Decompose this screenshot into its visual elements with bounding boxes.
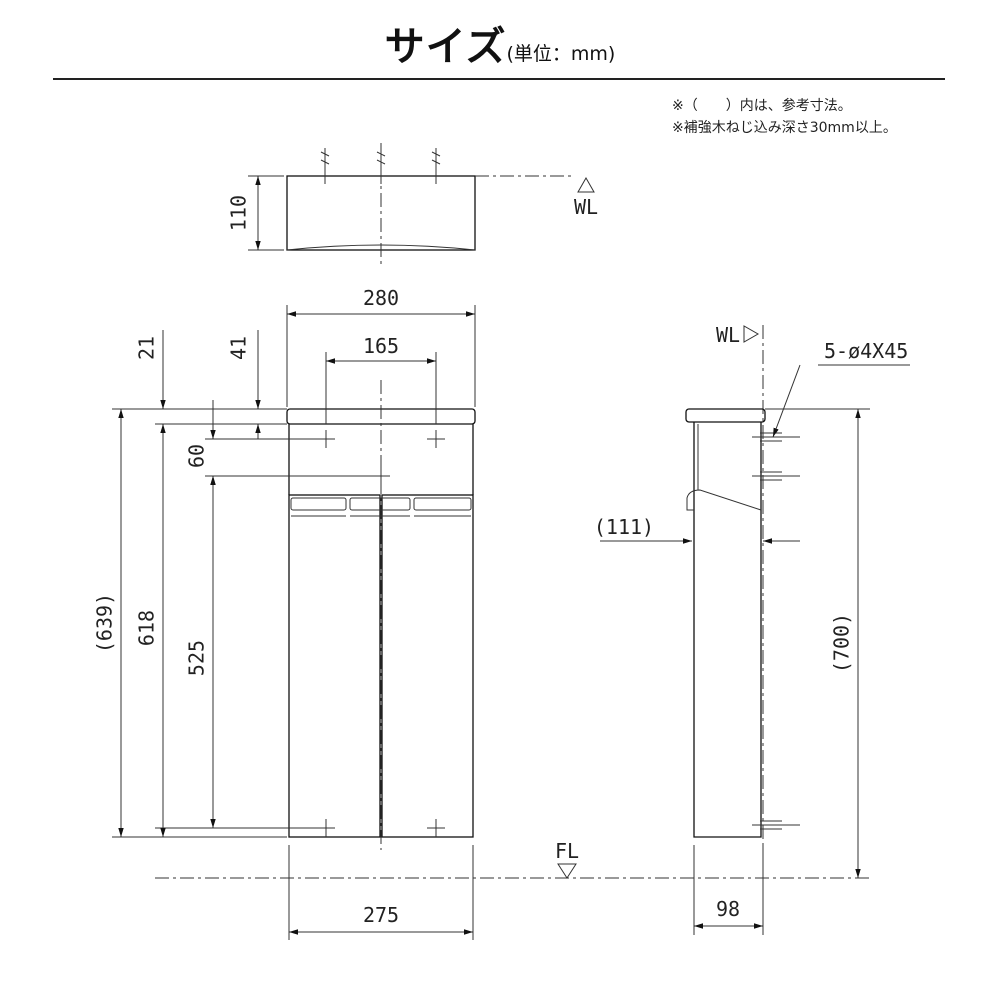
- dim-41: 41: [227, 336, 251, 360]
- dim-525: 525: [185, 640, 209, 676]
- top-view: 110 WL: [227, 143, 598, 265]
- fl-symbol: [557, 863, 577, 879]
- wl-top-label: WL: [574, 195, 598, 219]
- front-door-left: [288, 494, 381, 838]
- wl-side-symbol: [743, 325, 760, 343]
- note-screw-depth: ※補強木ねじ込み深さ30mm以上。: [672, 120, 897, 136]
- front-door-right: [381, 494, 474, 838]
- fl-label: FL: [555, 839, 579, 863]
- title-main: サイズ: [384, 24, 507, 70]
- side-body: [693, 422, 762, 838]
- dim-165: 165: [363, 334, 399, 358]
- notes: ※（ ）内は、参考寸法。 ※補強木ねじ込み深さ30mm以上。: [672, 95, 897, 139]
- side-shelf: [685, 408, 766, 423]
- handle-strip: [290, 497, 472, 517]
- dim-275: 275: [363, 903, 399, 927]
- front-view: 280 165 21 41 60 (639) 618 525: [93, 286, 476, 940]
- side-screws: [752, 432, 800, 830]
- wl-top-symbol: [577, 176, 595, 193]
- dim-618: 618: [135, 610, 159, 646]
- title-unit: (単位：mm): [506, 43, 616, 65]
- title-rule: [53, 78, 945, 80]
- top-screw-center: [376, 148, 386, 184]
- page-title: サイズ(単位：mm): [0, 14, 1000, 72]
- note-reference-dims: ※（ ）内は、参考寸法。: [672, 98, 852, 114]
- dim-98: 98: [716, 897, 740, 921]
- side-view: WL 5-ø4X45 (111) (700) 98: [594, 323, 910, 935]
- wl-side-label: WL: [716, 323, 740, 347]
- screw-spec: 5-ø4X45: [824, 339, 908, 363]
- dim-700: (700): [830, 613, 854, 673]
- dim-639: (639): [93, 593, 117, 653]
- fixing-marks: [317, 430, 445, 837]
- side-handle: [686, 489, 762, 511]
- dim-110: 110: [227, 195, 251, 231]
- top-screw-left: [320, 148, 330, 184]
- dim-111: (111): [594, 515, 654, 539]
- dim-21: 21: [135, 336, 159, 360]
- top-screw-right: [431, 148, 441, 184]
- dim-280: 280: [363, 286, 399, 310]
- dim-60: 60: [185, 444, 209, 468]
